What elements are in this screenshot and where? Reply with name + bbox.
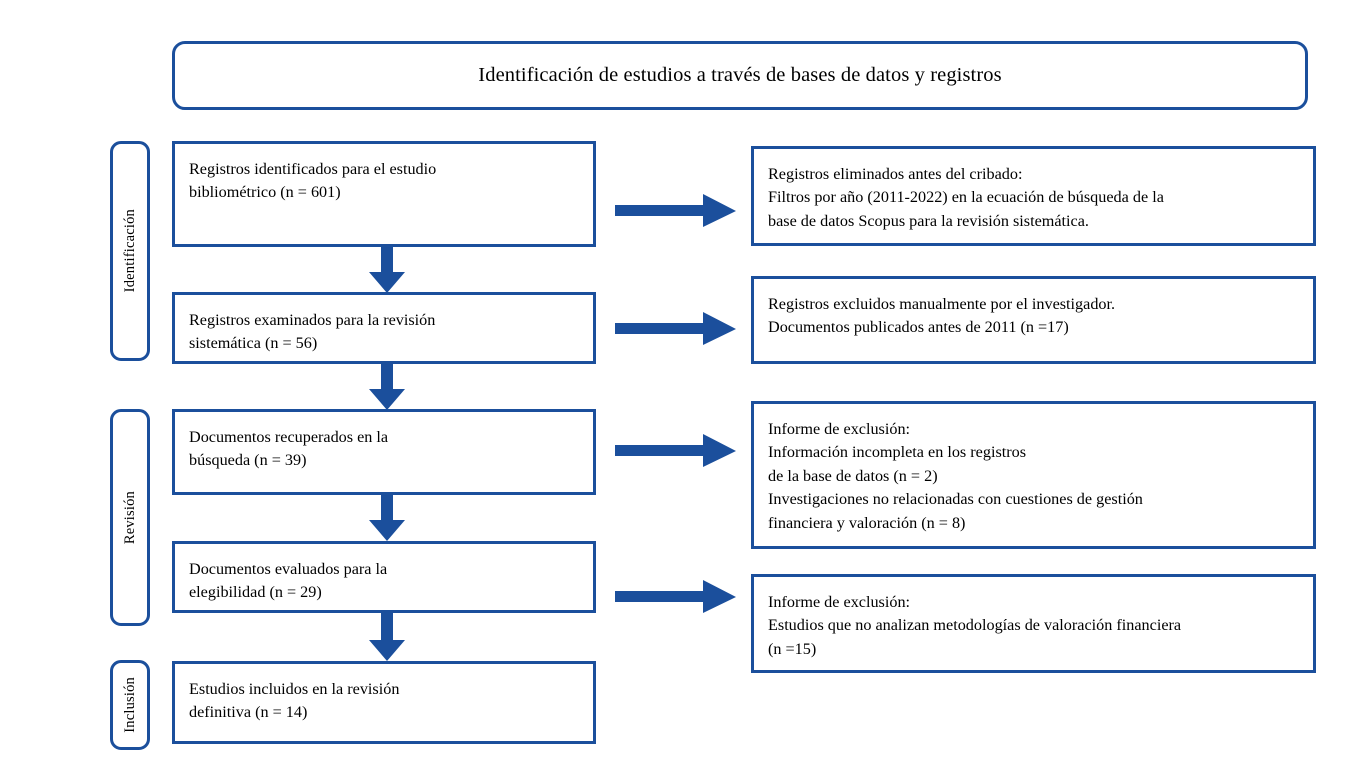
diagram-title-box: Identificación de estudios a través de b… [172,41,1308,110]
flow-box-text: Estudios incluidos en la revisión defini… [189,680,400,722]
exclusion-box-text: Informe de exclusión: Estudios que no an… [768,593,1182,658]
arrow-down-evaluados-to-incluidos [368,612,406,662]
flow-box-text: Registros examinados para la revisión si… [189,311,436,353]
stage-label-text: Inclusión [121,677,138,733]
stage-label-identificacion: Identificación [110,141,150,361]
exclusion-box-text: Registros eliminados antes del cribado: … [768,165,1164,230]
flow-box-text: Documentos evaluados para la elegibilida… [189,560,388,602]
flow-box-estudios-incluidos: Estudios incluidos en la revisión defini… [172,661,596,744]
exclusion-box-informe-exclusion-1: Informe de exclusión: Información incomp… [751,401,1316,549]
arrow-right-evaluados-to-informe-2 [615,580,737,614]
exclusion-box-informe-exclusion-2: Informe de exclusión: Estudios que no an… [751,574,1316,673]
exclusion-box-registros-excluidos: Registros excluidos manualmente por el i… [751,276,1316,364]
flow-box-registros-identificados: Registros identificados para el estudio … [172,141,596,247]
flow-box-documentos-evaluados: Documentos evaluados para la elegibilida… [172,541,596,613]
flow-box-text: Documentos recuperados en la búsqueda (n… [189,428,389,470]
arrow-right-recuperados-to-informe-1 [615,434,737,468]
exclusion-box-text: Informe de exclusión: Información incomp… [768,420,1143,532]
arrow-down-identificados-to-examinados [368,246,406,294]
stage-label-revision: Revisión [110,409,150,626]
exclusion-box-text: Registros excluidos manualmente por el i… [768,295,1116,337]
stage-label-text: Revisión [121,490,138,545]
stage-label-text: Identificación [121,209,138,293]
page-title: Identificación de estudios a través de b… [478,63,1002,86]
stage-label-inclusion: Inclusión [110,660,150,750]
flow-box-text: Registros identificados para el estudio … [189,160,437,202]
flow-box-documentos-recuperados: Documentos recuperados en la búsqueda (n… [172,409,596,495]
flow-box-registros-examinados: Registros examinados para la revisión si… [172,292,596,364]
arrow-right-identificados-to-eliminados [615,194,737,228]
arrow-down-examinados-to-recuperados [368,363,406,411]
exclusion-box-registros-eliminados: Registros eliminados antes del cribado: … [751,146,1316,246]
arrow-down-recuperados-to-evaluados [368,494,406,542]
arrow-right-examinados-to-excluidos [615,312,737,346]
